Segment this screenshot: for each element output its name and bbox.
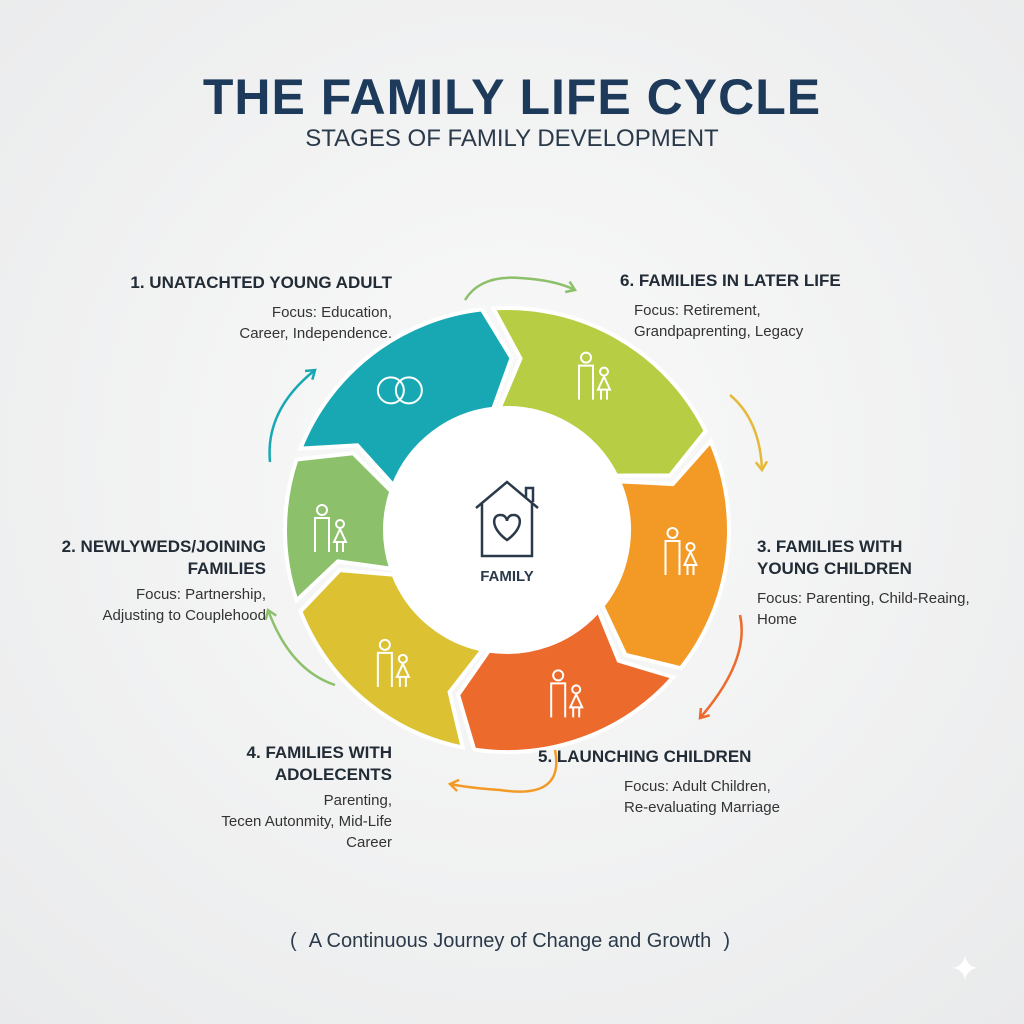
stage-desc: Career <box>346 834 392 851</box>
stage-title: FAMILIES <box>187 559 266 578</box>
center-circle <box>385 408 629 652</box>
stage-3-label: 3. FAMILIES WITH YOUNG CHILDREN Focus: P… <box>757 536 970 630</box>
stage-title: YOUNG CHILDREN <box>757 559 912 578</box>
arrowhead-icon <box>564 280 578 294</box>
stage-title: 4. FAMILIES WITH <box>246 743 392 762</box>
cycle-arrow <box>266 609 336 687</box>
stage-title: 2. NEWLYWEDS/JOINING <box>61 537 266 556</box>
cycle-arrow <box>729 394 764 471</box>
stage-title: 5. LAUNCHING CHILDREN <box>538 747 752 766</box>
page-subtitle: STAGES OF FAMILY DEVELOPMENT <box>305 125 719 152</box>
mother-daughter-icon <box>376 638 411 687</box>
page-title: THE FAMILY LIFE CYCLE <box>202 69 822 125</box>
footer-tagline: A Continuous Journey of Change and Growt… <box>290 930 730 953</box>
cycle-arrow <box>699 614 743 719</box>
stage-desc: Home <box>757 611 798 628</box>
stage-desc: Re-evaluating Marriage <box>624 799 780 816</box>
stage-desc: Focus: Partnership, <box>135 586 266 603</box>
stage-1-label: 1. UNATACHTED YOUNG ADULT Focus: Educati… <box>130 272 392 344</box>
arrowhead-icon <box>304 368 317 380</box>
house-heart-icon <box>475 480 539 558</box>
rings-icon <box>376 376 423 405</box>
stage-2-label: 2. NEWLYWEDS/JOINING FAMILIES Focus: Par… <box>62 536 266 626</box>
stage-desc: Tecen Autonmity, Mid-Life <box>221 813 392 830</box>
parent-child-icon <box>664 526 699 575</box>
arrowhead-icon <box>754 460 769 473</box>
cycle-arrow <box>268 369 316 463</box>
sparkle-icon: ✦ <box>950 948 981 989</box>
stage-desc: Focus: Retirement, <box>634 302 761 319</box>
elderly-couple-icon <box>550 669 584 718</box>
stage-5-label: 5. LAUNCHING CHILDREN Focus: Adult Child… <box>538 746 780 818</box>
stage-title: ADOLECENTS <box>274 765 392 784</box>
parent-child-icon <box>314 504 348 552</box>
stage-title: 1. UNATACHTED YOUNG ADULT <box>130 273 392 292</box>
center-label: FAMILY <box>480 568 534 585</box>
stage-desc: Career, Independence. <box>239 325 392 342</box>
cycle-arrow <box>449 749 558 793</box>
cycle-arrow <box>463 276 576 301</box>
stage-desc: Adjusting to Couplehood <box>102 607 266 624</box>
stage-desc: Parenting, <box>323 792 392 809</box>
arrowhead-icon <box>698 707 710 720</box>
couple-icon <box>578 351 612 400</box>
stage-desc: Focus: Parenting, Child-Reaing, <box>757 590 970 607</box>
stage-title: 6. FAMILIES IN LATER LIFE <box>620 271 841 290</box>
arrowhead-icon <box>264 607 277 621</box>
stage-title: 3. FAMILIES WITH <box>757 537 903 556</box>
stage-4-label: 4. FAMILIES WITH ADOLECENTS Parenting, Te… <box>221 742 392 853</box>
stage-desc: Focus: Education, <box>271 304 392 321</box>
stage-6-label: 6. FAMILIES IN LATER LIFE Focus: Retirem… <box>620 270 841 342</box>
arrowhead-icon <box>447 778 460 792</box>
stage-desc: Grandpaprenting, Legacy <box>634 323 804 340</box>
stage-desc: Focus: Adult Children, <box>624 778 771 795</box>
